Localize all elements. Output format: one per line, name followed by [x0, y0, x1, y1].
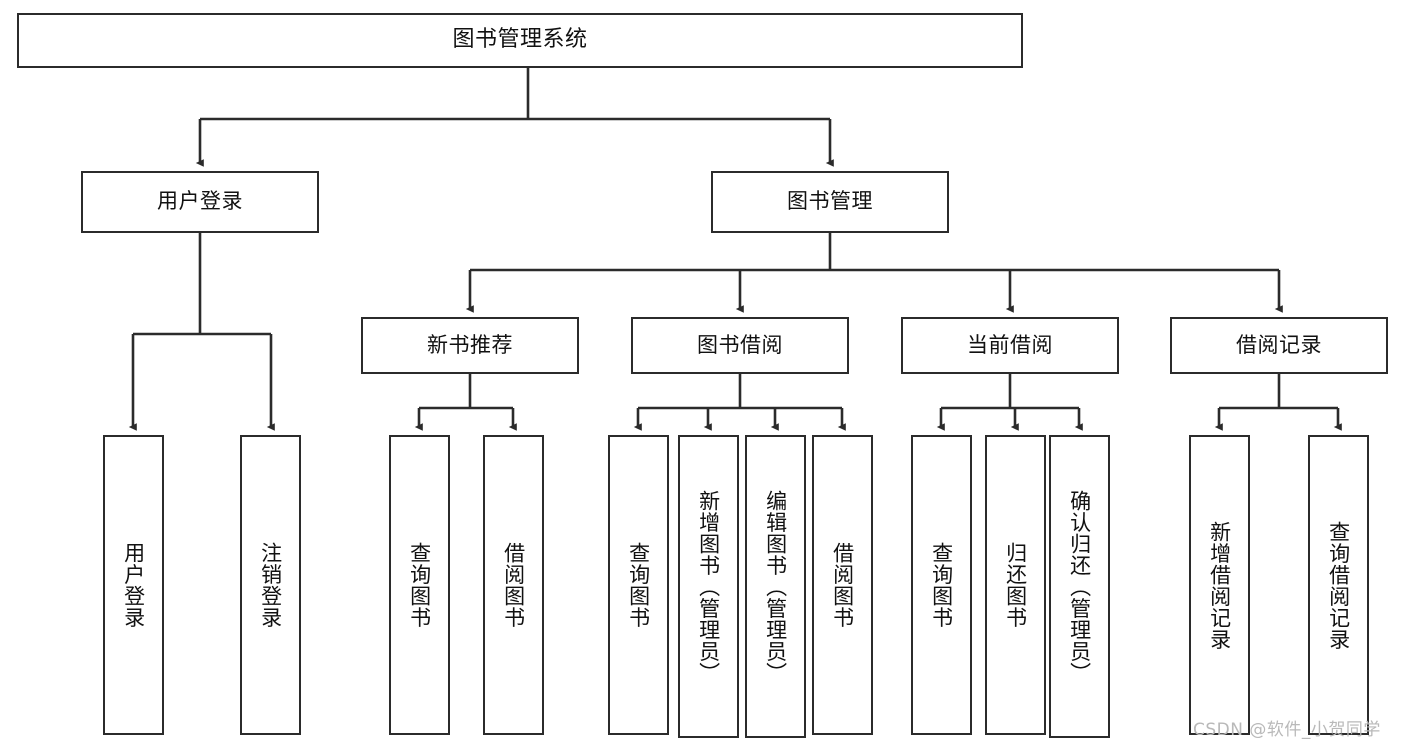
node-user-login[interactable]: 用户登录 [81, 171, 319, 233]
node-leaf-user-login[interactable]: 用户登录 [103, 435, 164, 735]
node-new-book-recommend[interactable]: 新书推荐 [361, 317, 579, 374]
node-leaf-return-book[interactable]: 归还图书 [985, 435, 1046, 735]
node-leaf-borrow-book-recommend[interactable]: 借阅图书 [483, 435, 544, 735]
node-leaf-query-book-current[interactable]: 查询图书 [911, 435, 972, 735]
node-leaf-add-book-admin[interactable]: 新增图书（管理员） [678, 435, 739, 738]
node-book-management[interactable]: 图书管理 [711, 171, 949, 233]
node-leaf-confirm-return-admin[interactable]: 确认归还（管理员） [1049, 435, 1110, 738]
node-leaf-add-borrow-record[interactable]: 新增借阅记录 [1189, 435, 1250, 735]
node-leaf-query-book[interactable]: 查询图书 [608, 435, 669, 735]
node-root[interactable]: 图书管理系统 [17, 13, 1023, 68]
node-leaf-user-logout[interactable]: 注销登录 [240, 435, 301, 735]
node-borrow-record[interactable]: 借阅记录 [1170, 317, 1388, 374]
node-leaf-edit-book-admin[interactable]: 编辑图书（管理员） [745, 435, 806, 738]
node-leaf-query-book-recommend[interactable]: 查询图书 [389, 435, 450, 735]
node-leaf-borrow-book[interactable]: 借阅图书 [812, 435, 873, 735]
node-leaf-query-borrow-record[interactable]: 查询借阅记录 [1308, 435, 1369, 735]
csdn-watermark: CSDN @软件_小贺同学 [1193, 720, 1381, 740]
node-current-borrow[interactable]: 当前借阅 [901, 317, 1119, 374]
node-book-borrow[interactable]: 图书借阅 [631, 317, 849, 374]
